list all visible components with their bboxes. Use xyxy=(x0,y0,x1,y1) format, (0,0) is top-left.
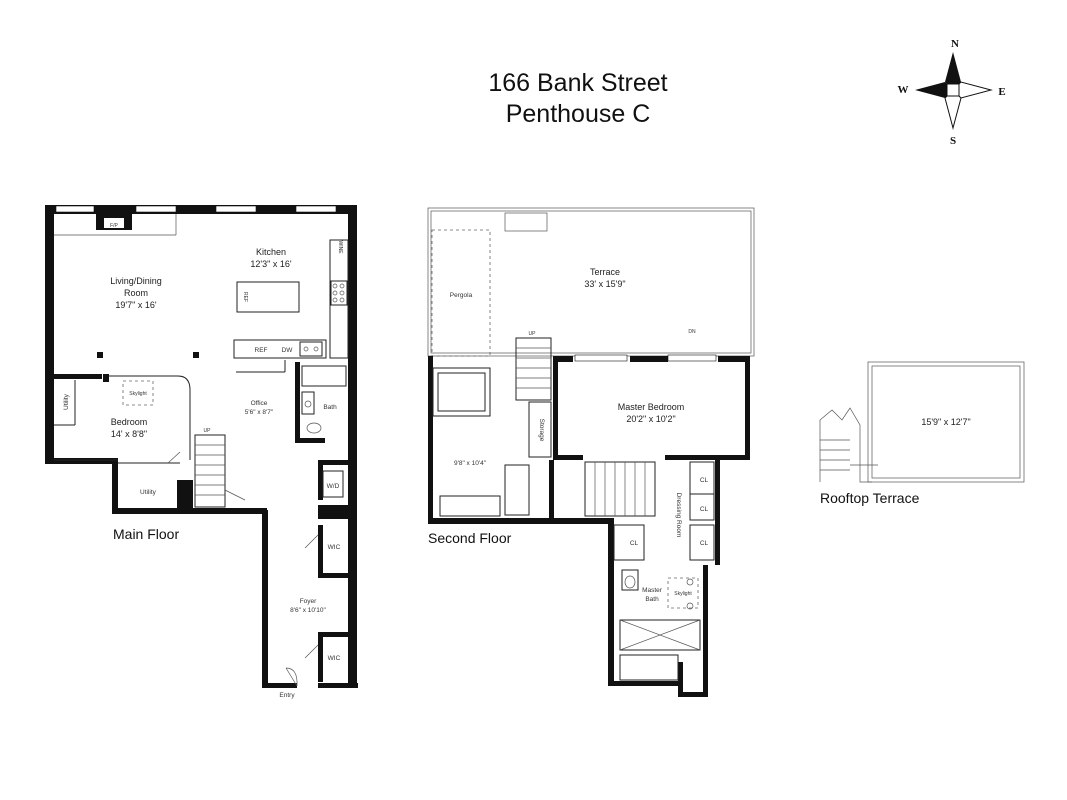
living-room-name-line2: Room xyxy=(124,288,148,298)
master-bath-name-line2: Bath xyxy=(645,596,659,603)
rooftop-dims: 15'9" x 12'7" xyxy=(921,417,970,427)
second-floor-label: Second Floor xyxy=(428,530,512,546)
skylight-label-main: Skylight xyxy=(129,391,147,397)
living-room-dims: 19'7" x 16' xyxy=(115,300,156,310)
foyer-dims: 8'6" x 10'10" xyxy=(290,607,326,614)
bedroom-dims: 14' x 8'8" xyxy=(111,429,147,439)
master-bedroom-name: Master Bedroom xyxy=(618,402,685,412)
rooftop-terrace-label: Rooftop Terrace xyxy=(820,490,920,506)
fireplace-label: F/P xyxy=(110,223,118,229)
main-floor-label: Main Floor xyxy=(113,526,179,542)
ref-label-counter: REF xyxy=(255,347,268,354)
wine-label: WINE xyxy=(337,240,343,254)
wic-label-2: WIC xyxy=(328,655,341,662)
wic-label-1: WIC xyxy=(328,544,341,551)
bedroom-name: Bedroom xyxy=(111,417,148,427)
office-dims: 5'6" x 8'7" xyxy=(245,409,274,416)
dressing-room-label: Dressing Room xyxy=(675,493,682,538)
pergola-label: Pergola xyxy=(450,292,473,299)
ref-label-island: REF xyxy=(242,292,248,302)
title-unit: Penthouse C xyxy=(506,100,651,128)
dishwasher-label: DW xyxy=(282,347,294,354)
office-name: Office xyxy=(251,400,268,407)
stairs-down-label-second: DN xyxy=(688,329,696,335)
utility-label-2: Utility xyxy=(140,489,157,496)
kitchen-dims: 12'3" x 16' xyxy=(250,259,291,269)
closet-label-3: CL xyxy=(700,540,709,547)
master-bath-name-line1: Master xyxy=(642,587,663,594)
compass-east-label: E xyxy=(998,86,1005,98)
entry-label: Entry xyxy=(279,692,295,699)
title-address: 166 Bank Street xyxy=(488,69,667,97)
closet-label-2: CL xyxy=(700,506,709,513)
compass-west-label: W xyxy=(898,84,909,96)
compass-rose-icon xyxy=(915,52,993,130)
second-room-dims: 9'8" x 10'4" xyxy=(454,460,487,467)
bath-label: Bath xyxy=(323,404,337,411)
terrace-dims: 33' x 15'9" xyxy=(584,279,625,289)
skylight-label-second: Skylight xyxy=(674,591,692,597)
main-floor-plan xyxy=(45,205,358,688)
foyer-name: Foyer xyxy=(300,598,317,605)
second-floor-plan xyxy=(427,207,755,697)
storage-label: Storage xyxy=(538,419,545,442)
rooftop-plan xyxy=(819,361,1025,483)
closet-label-1: CL xyxy=(700,477,709,484)
compass-south-label: S xyxy=(950,135,956,147)
kitchen-name: Kitchen xyxy=(256,247,286,257)
compass-north-label: N xyxy=(951,38,959,50)
master-bedroom-dims: 20'2" x 10'2" xyxy=(626,414,675,424)
terrace-name: Terrace xyxy=(590,267,620,277)
stairs-up-label-second: UP xyxy=(529,331,537,337)
washer-dryer-label: W/D xyxy=(327,483,340,490)
living-room-name-line1: Living/Dining xyxy=(110,276,162,286)
stairs-up-label-main: UP xyxy=(204,428,212,434)
utility-label-1: Utility xyxy=(63,393,70,410)
closet-label-4: CL xyxy=(630,540,639,547)
